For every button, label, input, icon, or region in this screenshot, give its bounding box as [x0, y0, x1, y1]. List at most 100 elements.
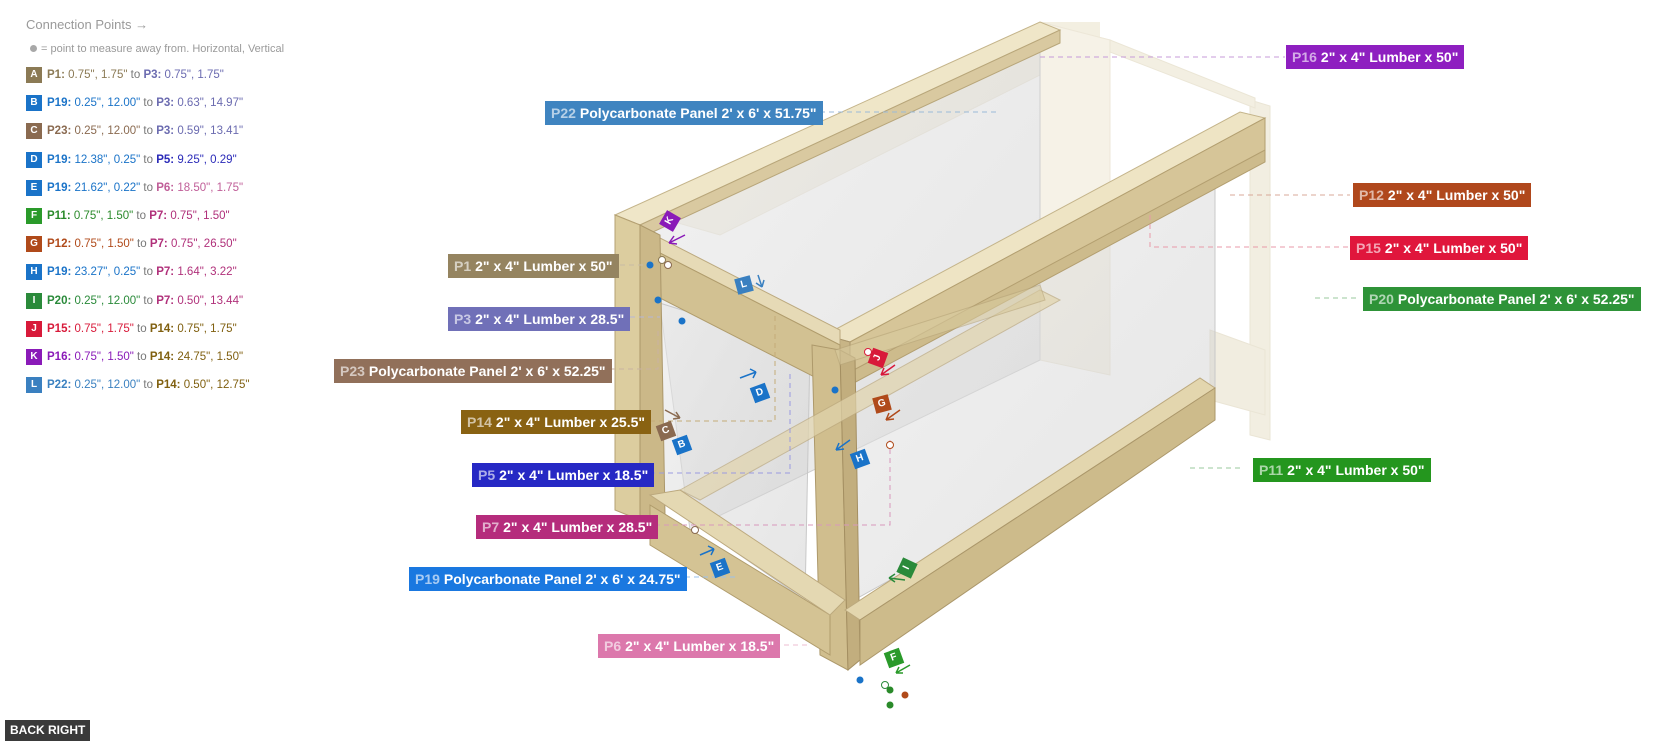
legend-to-part: P14:	[149, 351, 175, 363]
legend-key-badge: G	[26, 236, 42, 253]
legend-key-badge: K	[26, 349, 42, 365]
legend-to-part: P5:	[156, 153, 175, 166]
part-id: P6	[604, 638, 622, 654]
legend-to-part: P7:	[149, 238, 168, 251]
part-description: 2" x 4" Lumber x 18.5"	[499, 467, 649, 483]
legend-to-part: P3:	[156, 97, 175, 110]
part-id: P23	[340, 363, 365, 379]
leader-lines	[610, 56, 1360, 646]
part-description: Polycarbonate Panel 2' x 6' x 51.75"	[579, 105, 817, 121]
legend-to-value: 0.75", 1.75"	[164, 69, 224, 81]
legend-from-value: 0.25", 12.00"	[74, 379, 141, 392]
legend-key-badge: D	[26, 151, 42, 168]
legend-key-badge: C	[26, 123, 42, 140]
legend-to-part: P7:	[156, 266, 175, 279]
legend-to-part: P6:	[156, 181, 175, 194]
legend-title: Connection Points →	[26, 17, 149, 32]
panels	[649, 37, 1216, 606]
marker-arrows	[664, 234, 911, 674]
legend-from-part: P12:	[47, 238, 72, 251]
legend-key-badge: F	[26, 208, 42, 224]
legend-from-part: P23:	[47, 125, 72, 138]
legend-separator: to	[143, 153, 154, 166]
legend-separator: to	[130, 69, 141, 81]
legend-to-value: 1.64", 3.22"	[177, 266, 237, 279]
part-description: 2" x 4" Lumber x 50"	[475, 258, 613, 274]
part-description: 2" x 4" Lumber x 28.5"	[503, 519, 653, 535]
legend-from-part: P11:	[47, 210, 71, 222]
legend-to-value: 0.75", 1.50"	[170, 210, 230, 222]
legend-to-part: P3:	[143, 69, 162, 81]
part-description: 2" x 4" Lumber x 50"	[1320, 49, 1459, 65]
legend-from-value: 12.38", 0.25"	[74, 153, 141, 166]
legend-from-part: P19:	[47, 266, 72, 279]
legend-separator: to	[143, 294, 154, 307]
part-id: P5	[478, 467, 496, 483]
part-id: P3	[454, 311, 472, 327]
part-id: P14	[467, 414, 492, 430]
view-angle-button[interactable]: BACK RIGHT	[5, 720, 91, 741]
part-description: 2" x 4" Lumber x 50"	[1287, 462, 1425, 478]
legend-from-value: 0.25", 12.00"	[74, 294, 141, 307]
part-description: 2" x 4" Lumber x 50"	[1387, 187, 1526, 203]
legend-separator: to	[143, 181, 154, 194]
part-description: 2" x 4" Lumber x 18.5"	[625, 638, 775, 654]
legend-separator: to	[137, 238, 147, 251]
bottom-rails	[678, 284, 1216, 666]
legend-to-value: 0.59", 13.41"	[177, 125, 244, 138]
part-id: P19	[415, 571, 440, 587]
part-id: P1	[454, 258, 472, 274]
part-description: Polycarbonate Panel 2' x 6' x 52.25"	[368, 363, 606, 379]
legend-to-value: 0.50", 12.75"	[183, 379, 250, 392]
legend-separator: to	[137, 351, 147, 363]
legend-separator: to	[143, 125, 154, 138]
part-description: 2" x 4" Lumber x 28.5"	[475, 311, 625, 327]
legend-key-badge: H	[26, 264, 42, 281]
legend-separator: to	[143, 97, 154, 110]
legend-to-part: P7:	[149, 210, 168, 222]
legend-from-part: P19:	[47, 181, 72, 194]
legend-from-value: 0.25", 12.00"	[74, 97, 141, 110]
legend-separator: to	[137, 322, 147, 335]
legend-from-value: 23.27", 0.25"	[74, 266, 141, 279]
legend-note: = point to measure away from. Horizontal…	[41, 43, 285, 55]
legend-to-value: 18.50", 1.75"	[177, 181, 244, 194]
legend-to-part: P14:	[149, 322, 175, 335]
legend-key-badge: E	[26, 179, 42, 196]
legend-key-badge: J	[26, 320, 42, 337]
legend-to-part: P14:	[156, 379, 181, 392]
legend-to-part: P7:	[156, 294, 175, 307]
legend-to-value: 9.25", 0.29"	[177, 153, 237, 166]
legend-separator: to	[143, 379, 154, 392]
legend-from-value: 0.75", 1.50"	[73, 210, 134, 222]
part-description: 2" x 4" Lumber x 25.5"	[495, 414, 646, 430]
legend-from-value: 0.75", 1.50"	[74, 238, 134, 251]
part-id: P15	[1356, 240, 1381, 256]
part-id: P12	[1359, 187, 1384, 203]
part-id: P11	[1259, 462, 1284, 478]
legend-from-part: P19:	[47, 153, 72, 166]
legend-key-badge: I	[26, 292, 42, 309]
legend-to-value: 0.63", 14.97"	[177, 97, 244, 110]
